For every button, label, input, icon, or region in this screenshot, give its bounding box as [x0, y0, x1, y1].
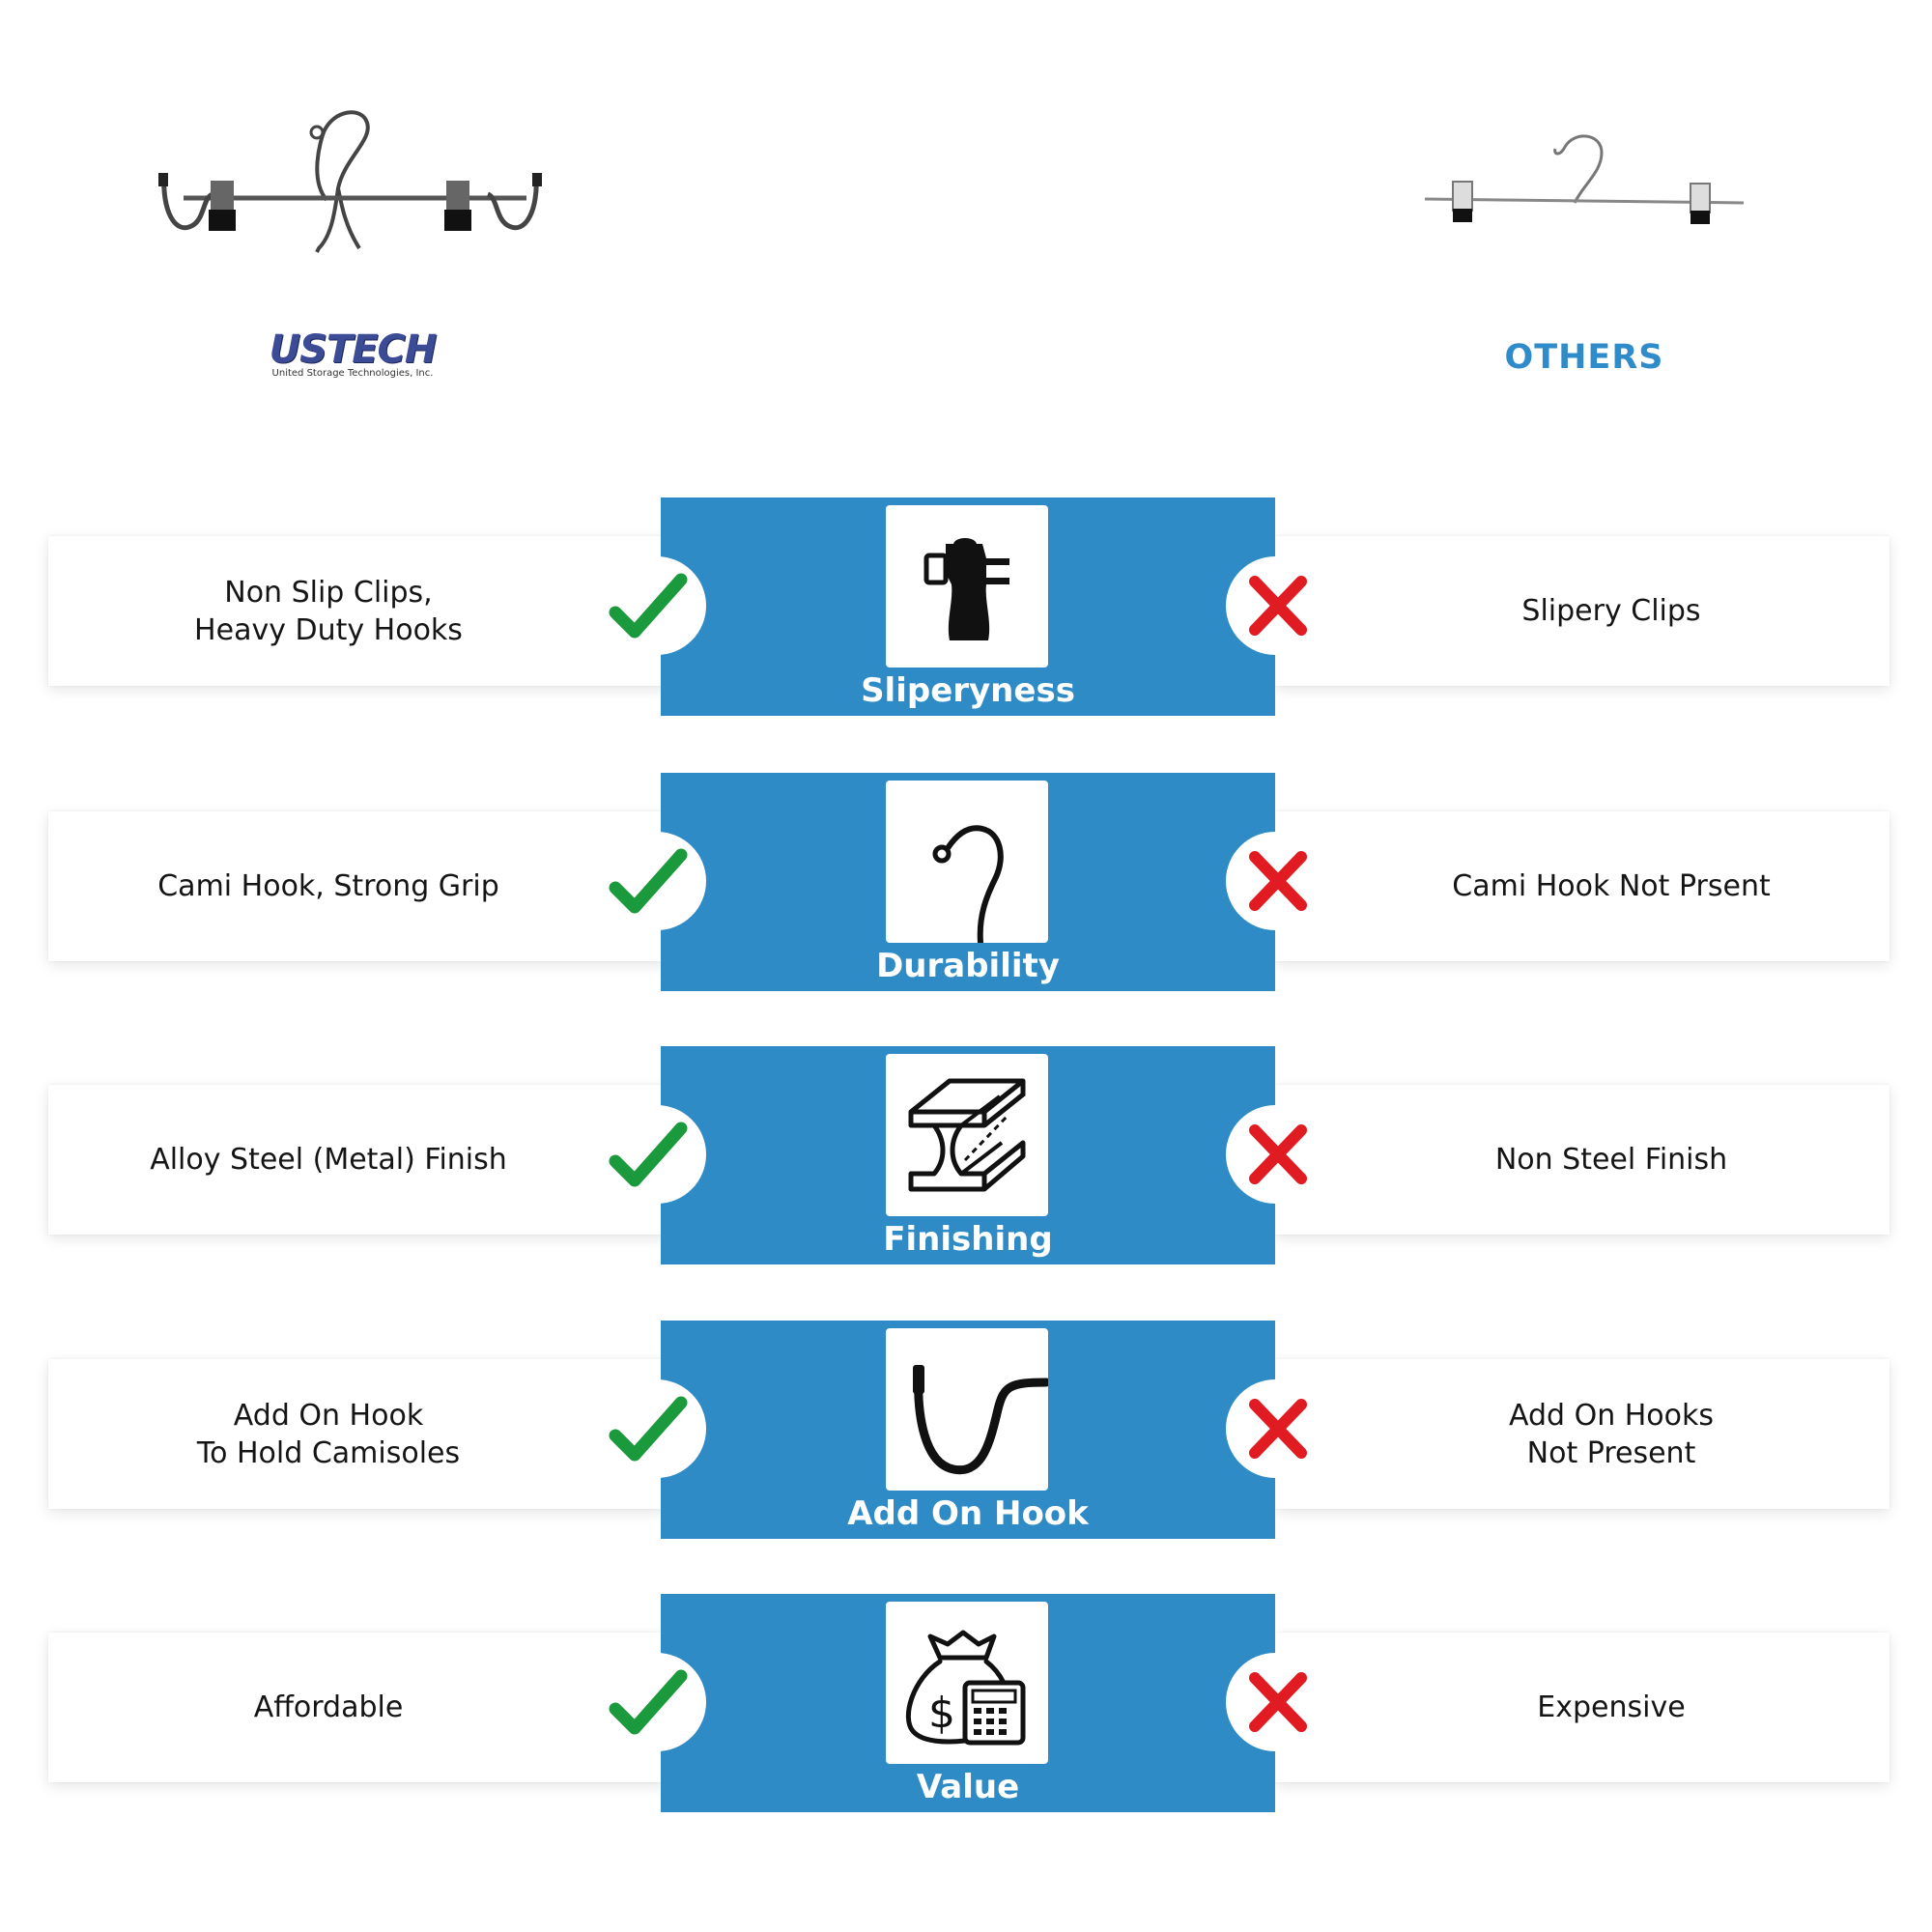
svg-text:$: $ [928, 1689, 955, 1738]
comparison-row: Add On Hook To Hold Camisoles Add On Hoo… [0, 1321, 1932, 1539]
check-icon [609, 1396, 688, 1462]
ours-feature-text: Alloy Steel (Metal) Finish [150, 1143, 507, 1177]
category-icon-box [886, 505, 1048, 668]
steel-beam-icon [908, 1078, 1026, 1192]
ustech-hanger-image [158, 110, 542, 253]
cross-icon [1249, 576, 1307, 636]
others-feature-card: Expensive [1275, 1633, 1889, 1782]
category-panel: Sliperyness [661, 497, 1275, 716]
cross-badge [1226, 1379, 1324, 1478]
category-label: Finishing [883, 1220, 1053, 1259]
ours-feature-text: Non Slip Clips, Heavy Duty Hooks [194, 575, 463, 647]
category-icon-box: $ [886, 1602, 1048, 1764]
category-icon-box [886, 1054, 1048, 1216]
cross-icon [1249, 1399, 1307, 1459]
comparison-row: Cami Hook, Strong Grip Cami Hook Not Prs… [0, 773, 1932, 991]
u-hook-icon [913, 1365, 1048, 1475]
brand-logo-text: USTECH [269, 327, 438, 372]
ours-feature-card: Alloy Steel (Metal) Finish [48, 1085, 667, 1235]
others-label: OTHERS [1504, 338, 1664, 377]
others-feature-text: Add On Hooks Not Present [1508, 1398, 1715, 1470]
ours-feature-text: Add On Hook To Hold Camisoles [196, 1398, 461, 1470]
category-label: Add On Hook [847, 1494, 1089, 1533]
category-panel: $ Value [661, 1594, 1275, 1812]
ours-feature-card: Cami Hook, Strong Grip [48, 811, 667, 961]
others-feature-card: Slipery Clips [1275, 536, 1889, 686]
ustech-logo: USTECH United Storage Technologies, Inc. [246, 328, 459, 386]
clip-icon [923, 538, 1009, 640]
category-label: Durability [876, 947, 1060, 985]
category-label: Value [916, 1768, 1020, 1806]
ours-feature-text: Cami Hook, Strong Grip [157, 869, 499, 903]
ours-feature-card: Affordable [48, 1633, 667, 1782]
check-badge [608, 556, 706, 655]
others-hanger-image [1424, 134, 1745, 224]
cross-badge [1226, 556, 1324, 655]
category-label: Sliperyness [861, 671, 1075, 710]
check-icon [609, 573, 688, 639]
check-badge [608, 832, 706, 930]
check-badge [608, 1653, 706, 1751]
comparison-row: Non Slip Clips, Heavy Duty Hooks Slipery… [0, 497, 1932, 716]
category-icon-box [886, 781, 1048, 943]
check-icon [609, 1122, 688, 1187]
others-feature-text: Cami Hook Not Prsent [1452, 869, 1771, 903]
hook-icon [932, 825, 1004, 943]
check-badge [608, 1105, 706, 1204]
ours-feature-card: Add On Hook To Hold Camisoles [48, 1359, 667, 1509]
check-icon [609, 848, 688, 914]
category-panel: Finishing [661, 1046, 1275, 1264]
cross-icon [1249, 1124, 1307, 1184]
cross-badge [1226, 1653, 1324, 1751]
check-icon [609, 1669, 688, 1735]
others-feature-text: Non Steel Finish [1494, 1143, 1728, 1177]
ours-feature-card: Non Slip Clips, Heavy Duty Hooks [48, 536, 667, 686]
others-feature-card: Cami Hook Not Prsent [1275, 811, 1889, 961]
cross-badge [1226, 832, 1324, 930]
brand-logo-subtext: United Storage Technologies, Inc. [271, 368, 434, 379]
check-badge [608, 1379, 706, 1478]
others-feature-card: Add On Hooks Not Present [1275, 1359, 1889, 1509]
comparison-row: Alloy Steel (Metal) Finish Non Steel Fin… [0, 1046, 1932, 1264]
cross-icon [1249, 851, 1307, 911]
comparison-row: Affordable Expensive $ Valu [0, 1594, 1932, 1812]
money-bag-calculator-icon: $ [905, 1630, 1026, 1746]
others-feature-text: Slipery Clips [1521, 594, 1701, 628]
category-panel: Add On Hook [661, 1321, 1275, 1539]
others-feature-text: Expensive [1537, 1690, 1686, 1724]
others-feature-card: Non Steel Finish [1275, 1085, 1889, 1235]
ours-feature-text: Affordable [253, 1690, 404, 1724]
cross-badge [1226, 1105, 1324, 1204]
category-panel: Durability [661, 773, 1275, 991]
category-icon-box [886, 1328, 1048, 1491]
cross-icon [1249, 1672, 1307, 1732]
